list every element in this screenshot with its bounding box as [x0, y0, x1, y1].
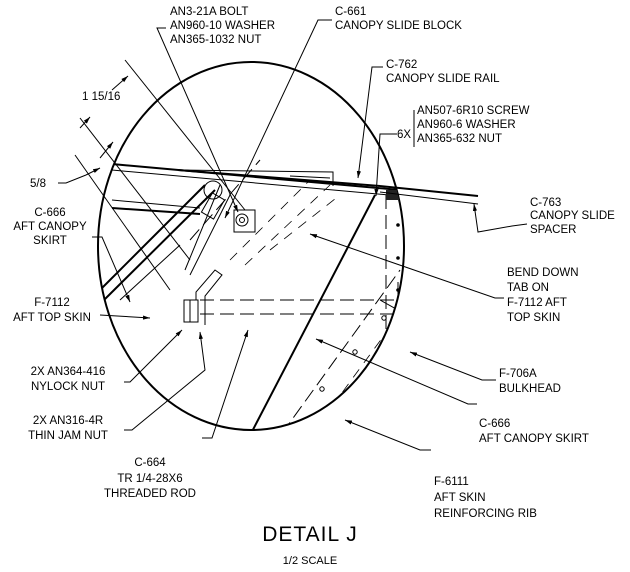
label: CANOPY SLIDE RAIL: [386, 73, 500, 85]
callout-screws: 6X AN507-6R10 SCREW AN960-6 WASHER AN365…: [397, 105, 530, 145]
detail-geometry: [99, 159, 404, 430]
label: AFT CANOPY: [13, 221, 87, 233]
label: TOP SKIN: [507, 312, 560, 324]
label: AFT CANOPY SKIRT: [479, 433, 589, 445]
label: NYLOCK NUT: [31, 381, 105, 393]
label: C-763: [530, 197, 561, 209]
callout-rib: F-6111 AFT SKIN REINFORCING RIB: [434, 476, 537, 520]
label: F-7112: [34, 297, 70, 309]
label: AN960-10 WASHER: [170, 20, 275, 32]
quantity: 6X: [397, 129, 411, 141]
label: AN960-6 WASHER: [417, 119, 516, 131]
label: C-664: [134, 457, 166, 469]
callout-rod: C-664 TR 1/4-28X6 THREADED ROD: [104, 457, 196, 500]
label: THIN JAM NUT: [28, 430, 108, 442]
label: F-7112 AFT: [507, 297, 567, 309]
detail-title: DETAIL J: [262, 523, 358, 546]
label: CANOPY SLIDE: [530, 210, 615, 222]
callout-skirt-left: C-666 AFT CANOPY SKIRT: [13, 207, 87, 247]
callout-bolt: AN3-21A BOLT AN960-10 WASHER AN365-1032 …: [170, 6, 275, 46]
label: AN3-21A BOLT: [170, 6, 248, 18]
label: TR 1/4-28X6: [117, 473, 182, 485]
nut-right: [401, 299, 404, 323]
dimension-1-15-16: 1 15/16: [82, 91, 120, 103]
callout-spacer: C-763 CANOPY SLIDE SPACER: [530, 197, 615, 236]
dimension-5-8: 5/8: [30, 178, 46, 190]
label: F-706A: [499, 368, 537, 380]
label: REINFORCING RIB: [434, 508, 537, 520]
callout-skirt-right: C-666 AFT CANOPY SKIRT: [479, 418, 589, 445]
label: SPACER: [530, 224, 576, 236]
callout-slide-block: C-661 CANOPY SLIDE BLOCK: [335, 6, 462, 32]
detail-scale: 1/2 SCALE: [283, 555, 337, 567]
label: C-661: [335, 6, 366, 18]
label: C-666: [34, 207, 65, 219]
label: BULKHEAD: [499, 383, 561, 395]
label: SKIRT: [33, 235, 67, 247]
label: AFT SKIN: [434, 492, 486, 504]
slide-rail-extension: [379, 185, 479, 197]
label: CANOPY SLIDE BLOCK: [335, 20, 462, 32]
label: 2X AN364-416: [31, 366, 106, 378]
label: BEND DOWN: [507, 267, 579, 279]
callout-slide-rail: C-762 CANOPY SLIDE RAIL: [386, 59, 500, 85]
detail-boundary-circle: [97, 61, 405, 431]
callout-nylock: 2X AN364-416 NYLOCK NUT: [31, 366, 106, 393]
callout-top-skin: F-7112 AFT TOP SKIN: [13, 297, 91, 324]
label: C-762: [386, 59, 417, 71]
label: AN507-6R10 SCREW: [417, 105, 530, 117]
label: THREADED ROD: [104, 488, 196, 500]
dimension-lines: [58, 59, 246, 291]
nut-left: [183, 299, 199, 323]
label: AN365-1032 NUT: [170, 34, 261, 46]
label: AFT TOP SKIN: [13, 312, 91, 324]
label: C-666: [479, 418, 510, 430]
label: F-6111: [434, 476, 469, 488]
label: 2X AN316-4R: [33, 415, 103, 427]
leader-lines: [92, 19, 528, 451]
label: AN365-632 NUT: [417, 133, 502, 145]
label: TAB ON: [507, 282, 549, 294]
callout-bulkhead: F-706A BULKHEAD: [499, 368, 561, 395]
callout-jam-nut: 2X AN316-4R THIN JAM NUT: [28, 415, 108, 442]
callout-bend-tab: BEND DOWN TAB ON F-7112 AFT TOP SKIN: [507, 267, 579, 324]
bolt-icon: [235, 213, 249, 227]
